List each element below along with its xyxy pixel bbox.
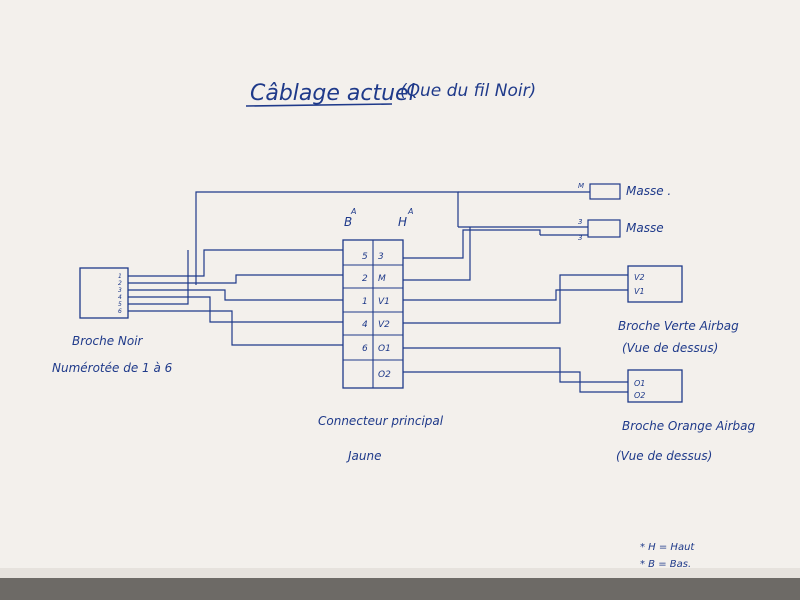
main-row-1-h: 3 <box>378 252 384 262</box>
title-block: Câblage actuel (Que du fil Noir) <box>245 81 536 107</box>
main-col-h-sup: A <box>407 207 413 216</box>
main-row-4-b: 4 <box>362 320 368 330</box>
left-connector: 1 2 3 4 5 6 Broche Noir Numérotée de 1 à… <box>52 267 173 375</box>
green-pin-v1: V1 <box>634 287 645 296</box>
main-row-5-h: O1 <box>378 344 391 354</box>
left-pin-4: 4 <box>118 294 122 301</box>
paper-shadow <box>0 568 800 578</box>
main-row-3-b: 1 <box>362 297 368 307</box>
wire-masse-top <box>195 191 459 285</box>
green-connector-label-2: (Vue de dessus) <box>622 341 718 355</box>
orange-pin-o1: O1 <box>634 379 645 388</box>
green-connector-label-1: Broche Verte Airbag <box>618 319 739 333</box>
masse-bottom-label: Masse <box>626 221 664 235</box>
wire-pin2 <box>128 274 343 284</box>
green-airbag-connector: V2 V1 Broche Verte Airbag (Vue de dessus… <box>618 265 739 355</box>
wire-v1 <box>403 289 628 301</box>
wire-h3 <box>403 229 541 259</box>
left-pin-1: 1 <box>118 273 122 280</box>
masse-bottom-connector: 3 3 Masse <box>578 218 664 242</box>
title-underline <box>245 103 393 107</box>
legend-line-2: * B = Bas. <box>640 559 691 570</box>
main-connector-label-1: Connecteur principal <box>318 414 444 428</box>
legend-line-1: * H = Haut <box>640 542 695 553</box>
main-row-2-b: 2 <box>362 274 368 284</box>
main-row-5-b: 6 <box>362 344 368 354</box>
wire-o1 <box>403 347 628 383</box>
masse-bottom-pin-b: 3 <box>578 234 582 242</box>
masse-top-body <box>589 183 621 200</box>
masse-top-label: Masse . <box>626 184 671 198</box>
wire-pin4 <box>128 296 343 323</box>
main-row-1-b: 5 <box>362 252 368 262</box>
left-pin-3: 3 <box>118 287 122 294</box>
green-pin-v2: V2 <box>634 273 645 282</box>
orange-connector-label-2: (Vue de dessus) <box>616 449 712 463</box>
title-note: (Que du fil Noir) <box>400 81 536 101</box>
wire-v2 <box>403 274 628 324</box>
paper-background <box>0 0 800 578</box>
wire-pin1 <box>128 249 343 277</box>
left-pin-2: 2 <box>118 280 122 287</box>
main-col-b-sup: A <box>350 207 356 216</box>
left-connector-label-2: Numérotée de 1 à 6 <box>52 361 173 375</box>
left-connector-label-1: Broche Noir <box>72 334 144 348</box>
wire-hM <box>403 227 471 281</box>
wire-pin5 <box>128 250 189 305</box>
legend: * H = Haut * B = Bas. <box>640 542 695 570</box>
main-row-2-h: M <box>378 274 386 284</box>
orange-airbag-connector: O1 O2 Broche Orange Airbag (Vue de dessu… <box>616 369 756 463</box>
left-pin-5: 5 <box>118 301 122 308</box>
orange-pin-o2: O2 <box>634 391 645 400</box>
orange-connector-body <box>627 369 683 403</box>
main-row-6-h: O2 <box>378 370 391 380</box>
wire-pin3 <box>128 289 343 301</box>
main-row-4-h: V2 <box>378 320 390 330</box>
page-title: Câblage actuel <box>250 81 415 106</box>
masse-bottom-pin-a: 3 <box>578 218 582 226</box>
left-connector-body <box>79 267 129 319</box>
masse-top-pin: M <box>578 182 584 190</box>
main-connector-label-2: Jaune <box>346 449 382 463</box>
wires <box>128 191 628 393</box>
main-col-b-header: B <box>344 215 352 229</box>
wire-pin6 <box>128 310 343 346</box>
left-pin-6: 6 <box>118 308 122 315</box>
main-row-3-h: V1 <box>378 297 390 307</box>
wire-o2 <box>403 371 628 393</box>
masse-bottom-body <box>587 219 621 238</box>
main-col-h-header: H <box>398 215 407 229</box>
orange-connector-label-1: Broche Orange Airbag <box>622 419 756 433</box>
masse-top-connector: M Masse . <box>578 182 671 200</box>
green-connector-body <box>627 265 683 303</box>
main-connector: B A H A 5 3 2 M 1 V1 4 V2 6 O1 O2 Connec… <box>318 207 444 463</box>
